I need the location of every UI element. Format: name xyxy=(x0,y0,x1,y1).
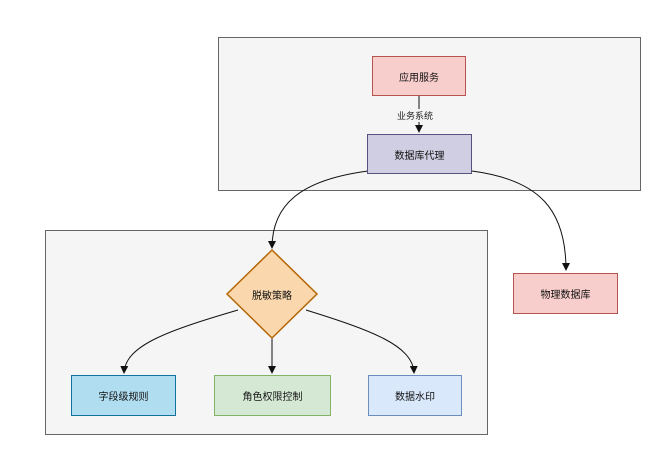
edge-proxy-to-physical-db xyxy=(471,170,570,271)
edge-proxy-to-masking xyxy=(268,170,369,249)
edge-masking-to-watermark xyxy=(305,309,418,374)
node-rbac[interactable]: 角色权限控制 xyxy=(214,375,331,416)
node-masking-policy-label: 脱敏策略 xyxy=(252,290,292,302)
edge-masking-to-field-rules xyxy=(120,309,239,374)
node-field-rules[interactable]: 字段级规则 xyxy=(71,375,176,416)
node-db-proxy[interactable]: 数据库代理 xyxy=(367,134,472,174)
node-data-watermark[interactable]: 数据水印 xyxy=(368,375,462,416)
edge-label-business-system: 业务系统 xyxy=(395,109,436,122)
node-app-service[interactable]: 应用服务 xyxy=(372,56,466,96)
node-physical-db[interactable]: 物理数据库 xyxy=(513,273,618,314)
